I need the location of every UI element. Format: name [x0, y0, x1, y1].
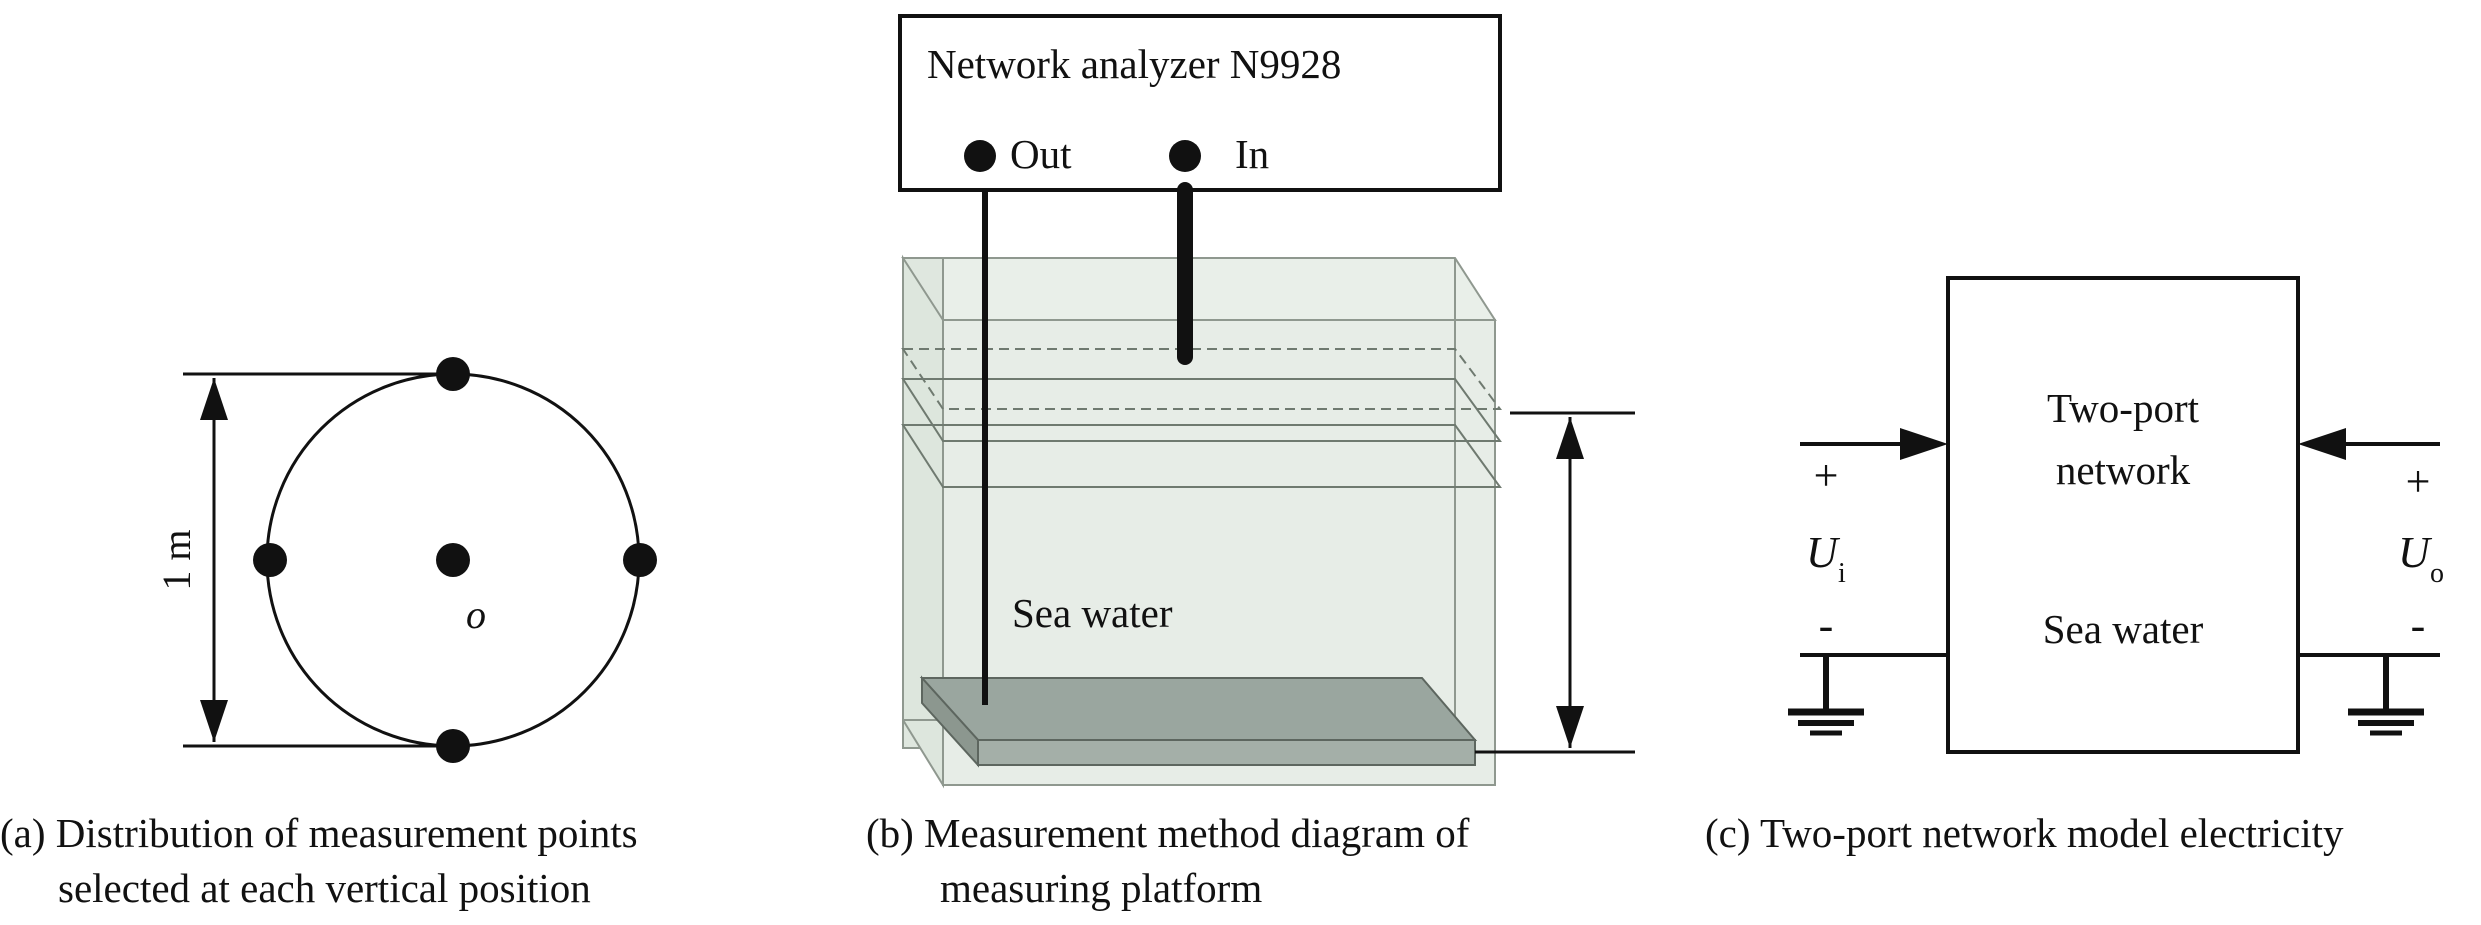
output-plus-sign: + [2406, 457, 2431, 506]
input-minus-sign: - [1819, 601, 1834, 650]
panel-a-measurement-points: 1 m o (a) Distribution of measurement po… [0, 357, 657, 911]
input-plus-sign: + [1814, 451, 1839, 500]
caption-b-line1: (b) Measurement method diagram of [866, 810, 1470, 856]
port-in-icon [1169, 140, 1201, 172]
input-ground-icon [1788, 708, 1864, 736]
output-arrowhead [2298, 428, 2346, 460]
caption-a-line1: (a) Distribution of measurement points [0, 810, 638, 856]
panel-b-measurement-platform: Network analyzer N9928 Out In Sea water … [866, 14, 1635, 911]
port-out-label: Out [1010, 131, 1072, 177]
output-voltage-label: U [2398, 528, 2433, 577]
caption-c-line1: (c) Two-port network model electricity [1705, 810, 2344, 856]
sea-water-label: Sea water [1012, 590, 1173, 636]
dimension-arrowhead-bottom [200, 700, 228, 742]
water-plane-bottom [901, 424, 1502, 488]
center-label: o [466, 592, 486, 637]
point-right [623, 543, 657, 577]
height-arrowhead-bottom [1556, 706, 1584, 748]
box-label-line1: Two-port [2047, 385, 2200, 431]
output-ground-icon [2348, 708, 2424, 736]
water-plane-middle [901, 378, 1502, 442]
panel-c-two-port-model: Two-port network Sea water + - U i + - U… [1705, 276, 2444, 856]
caption-a-line2: selected at each vertical position [58, 865, 591, 911]
point-left [253, 543, 287, 577]
input-voltage-label: U [1806, 528, 1841, 577]
dimension-arrowhead-top [200, 378, 228, 420]
input-voltage-subscript: i [1838, 558, 1846, 589]
box-sea-water-label: Sea water [2043, 606, 2204, 652]
two-port-box [1946, 276, 2300, 754]
point-center [436, 543, 470, 577]
point-top [436, 357, 470, 391]
caption-b-line2: measuring platform [940, 865, 1262, 911]
electrode-plate-front [977, 739, 1476, 766]
water-plane-top [901, 348, 1502, 410]
dimension-label: 1 m [154, 529, 199, 590]
output-minus-sign: - [2411, 601, 2426, 650]
input-arrowhead [1900, 428, 1948, 460]
output-voltage-subscript: o [2430, 558, 2444, 589]
height-arrowhead-top [1556, 417, 1584, 459]
network-analyzer-label: Network analyzer N9928 [927, 41, 1341, 87]
point-bottom [436, 729, 470, 763]
box-label-line2: network [2056, 447, 2191, 493]
port-in-label: In [1235, 131, 1269, 177]
port-out-icon [964, 140, 996, 172]
tank-back-face [901, 257, 1497, 321]
electrode-plate-top [919, 677, 1478, 741]
